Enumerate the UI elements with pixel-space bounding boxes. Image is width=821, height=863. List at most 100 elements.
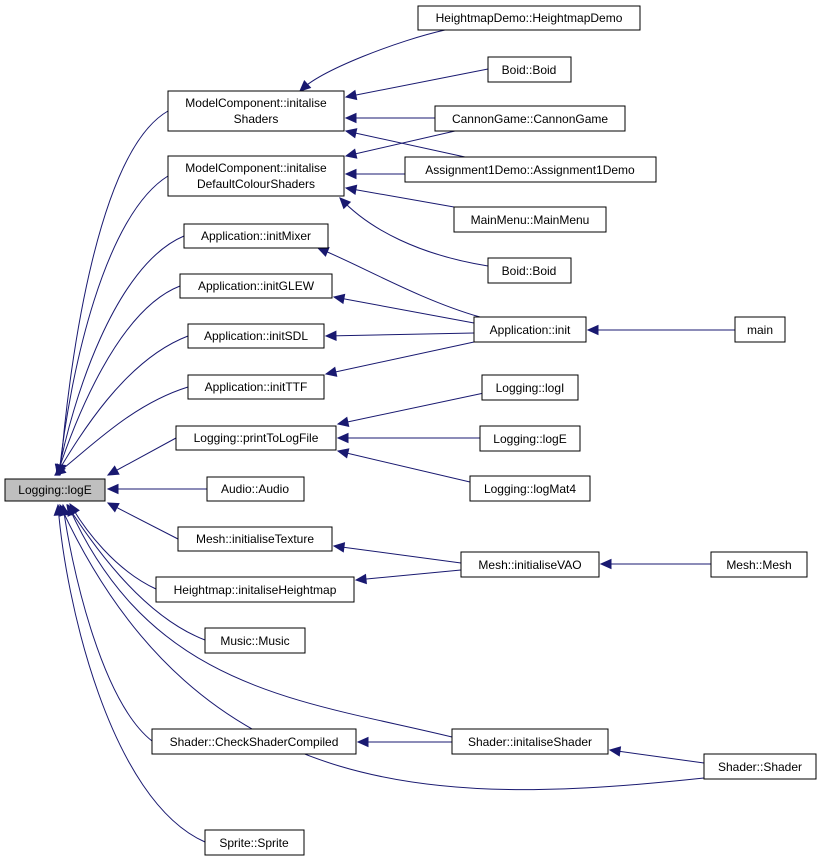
node-label: ModelComponent::initalise xyxy=(185,161,327,175)
arrowhead-icon xyxy=(344,148,358,159)
node-label: CannonGame::CannonGame xyxy=(452,112,608,126)
node-label: Boid::Boid xyxy=(502,63,557,77)
node-main[interactable]: main xyxy=(734,316,786,343)
node-application-initttf[interactable]: Application::initTTF xyxy=(187,374,325,400)
arrowhead-icon xyxy=(339,197,352,210)
node-label: Application::initSDL xyxy=(204,329,308,343)
node-label: Assignment1Demo::Assignment1Demo xyxy=(425,163,635,177)
edge-app-init-to-app-initmixer xyxy=(317,247,481,318)
node-heightmap-initaliseheightmap[interactable]: Heightmap::initaliseHeightmap xyxy=(155,576,355,603)
node-logging-logmat4[interactable]: Logging::logMat4 xyxy=(469,475,591,502)
node-label: HeightmapDemo::HeightmapDemo xyxy=(436,11,623,25)
node-modelcomponent-initalise-shaders[interactable]: ModelComponent::initalise Shaders xyxy=(167,90,345,132)
edge-boid2-to-mc-initdefshaders xyxy=(339,197,489,267)
node-mesh-initialisetexture[interactable]: Mesh::initialiseTexture xyxy=(177,526,333,552)
node-assignment1demo-assignment1demo[interactable]: Assignment1Demo::Assignment1Demo xyxy=(404,156,657,183)
arrowhead-icon xyxy=(344,184,358,196)
edge-shader-initshader-to-loge-root xyxy=(67,504,453,738)
edge-log-logmat4-to-log-printtologfile xyxy=(337,450,471,483)
node-label: Shader::initaliseShader xyxy=(468,735,592,749)
edge-app-init-to-app-initsdl xyxy=(325,332,475,337)
arrowhead-icon xyxy=(332,293,346,305)
arrowhead-icon xyxy=(608,746,622,757)
arrowhead-icon xyxy=(336,432,349,444)
node-music-music[interactable]: Music::Music xyxy=(204,627,306,654)
node-label: MainMenu::MainMenu xyxy=(471,213,590,227)
arrowhead-icon xyxy=(332,542,346,553)
edge-mc-initshaders-to-loge-root xyxy=(59,110,169,476)
node-application-initglew[interactable]: Application::initGLEW xyxy=(179,273,333,299)
node-label: Application::initGLEW xyxy=(198,279,315,293)
node-modelcomponent-initalise-defaultcolourshaders[interactable]: ModelComponent::initalise DefaultColourS… xyxy=(167,155,345,197)
node-shader-initaliseshader[interactable]: Shader::initaliseShader xyxy=(451,728,609,755)
node-label: Application::initMixer xyxy=(201,229,311,243)
edge-shader-shader-to-loge-root xyxy=(59,504,705,791)
edge-cannon-to-mc-initdefshaders xyxy=(345,130,456,157)
node-logging-logi[interactable]: Logging::logI xyxy=(481,374,579,401)
node-label: Logging::logMat4 xyxy=(484,482,576,496)
arrowhead-icon xyxy=(344,128,358,139)
edge-music-music-to-loge-root xyxy=(66,504,206,641)
node-mesh-mesh[interactable]: Mesh::Mesh xyxy=(710,551,808,578)
graph-edges xyxy=(53,29,735,843)
edge-mesh-inittexture-to-loge-root xyxy=(107,502,179,540)
node-logging-loge-2[interactable]: Logging::logE xyxy=(479,425,581,452)
edge-shader-shader-to-shader-initshader xyxy=(609,749,705,764)
edge-assign1-to-mc-initshaders xyxy=(345,130,466,158)
node-label: Mesh::initialiseTexture xyxy=(196,532,314,546)
node-label: Shader::Shader xyxy=(718,760,802,774)
edge-mc-initdefshaders-to-loge-root xyxy=(58,175,169,476)
node-label: Logging::logE xyxy=(493,432,566,446)
arrowhead-icon xyxy=(599,558,612,570)
edge-mesh-initvao-to-hm-initheightmap xyxy=(355,569,462,581)
node-mesh-initialisevao[interactable]: Mesh::initialiseVAO xyxy=(460,551,600,578)
arrowhead-icon xyxy=(344,168,357,180)
node-heightmapdemo-heightmapdemo[interactable]: HeightmapDemo::HeightmapDemo xyxy=(417,5,641,31)
node-label: Mesh::initialiseVAO xyxy=(478,558,581,572)
edge-app-initttf-to-loge-root xyxy=(54,386,189,476)
node-sprite-sprite[interactable]: Sprite::Sprite xyxy=(204,829,305,856)
arrowhead-icon xyxy=(299,80,312,92)
node-application-initsdl[interactable]: Application::initSDL xyxy=(187,323,325,349)
node-label: Heightmap::initaliseHeightmap xyxy=(174,583,337,597)
arrowhead-icon xyxy=(356,736,369,748)
node-label: Audio::Audio xyxy=(221,482,289,496)
arrowhead-icon xyxy=(59,503,70,517)
arrowhead-icon xyxy=(106,465,120,476)
node-label: Logging::logI xyxy=(496,381,565,395)
edge-log-logi-to-log-printtologfile xyxy=(337,392,485,425)
edge-mesh-initvao-to-mesh-inittexture xyxy=(333,545,462,564)
node-application-init[interactable]: Application::init xyxy=(473,316,587,343)
node-mainmenu-mainmenu[interactable]: MainMenu::MainMenu xyxy=(453,206,607,233)
arrowhead-icon xyxy=(344,89,358,101)
arrowhead-icon xyxy=(344,112,357,124)
node-label: Mesh::Mesh xyxy=(726,558,791,572)
edge-app-initsdl-to-loge-root xyxy=(55,335,189,476)
node-shader-shader[interactable]: Shader::Shader xyxy=(703,753,817,780)
node-logging-loge-root[interactable]: Logging::logE xyxy=(4,478,106,502)
edge-hm-initheightmap-to-loge-root xyxy=(69,503,157,590)
node-boid-boid-2[interactable]: Boid::Boid xyxy=(487,257,572,284)
node-cannongame-cannongame[interactable]: CannonGame::CannonGame xyxy=(434,105,626,132)
arrowhead-icon xyxy=(336,416,350,427)
edge-sprite-sprite-to-loge-root xyxy=(57,504,206,843)
graph-nodes: Logging::logE ModelComponent::initalise … xyxy=(4,5,817,856)
arrowhead-icon xyxy=(324,366,338,377)
edge-app-initglew-to-loge-root xyxy=(56,285,181,476)
node-boid-boid-1[interactable]: Boid::Boid xyxy=(487,56,572,83)
node-label: Shader::CheckShaderCompiled xyxy=(170,735,339,749)
node-logging-printtologfile[interactable]: Logging::printToLogFile xyxy=(175,425,337,451)
arrowhead-icon xyxy=(67,503,78,517)
node-audio-audio[interactable]: Audio::Audio xyxy=(206,476,305,502)
edge-shader-checkcompiled-to-loge-root xyxy=(62,504,153,742)
node-application-initmixer[interactable]: Application::initMixer xyxy=(183,223,329,249)
edge-mainmenu-to-mc-initdefshaders xyxy=(345,187,455,208)
edge-app-init-to-app-initttf xyxy=(325,341,475,375)
edge-hmdemo-to-mc-initshaders xyxy=(299,29,446,92)
arrowhead-icon xyxy=(336,448,350,459)
edge-app-initmixer-to-loge-root xyxy=(57,235,185,476)
arrowhead-icon xyxy=(324,330,337,342)
node-label: main xyxy=(747,323,773,337)
node-shader-checkshadercompiled[interactable]: Shader::CheckShaderCompiled xyxy=(151,728,357,755)
